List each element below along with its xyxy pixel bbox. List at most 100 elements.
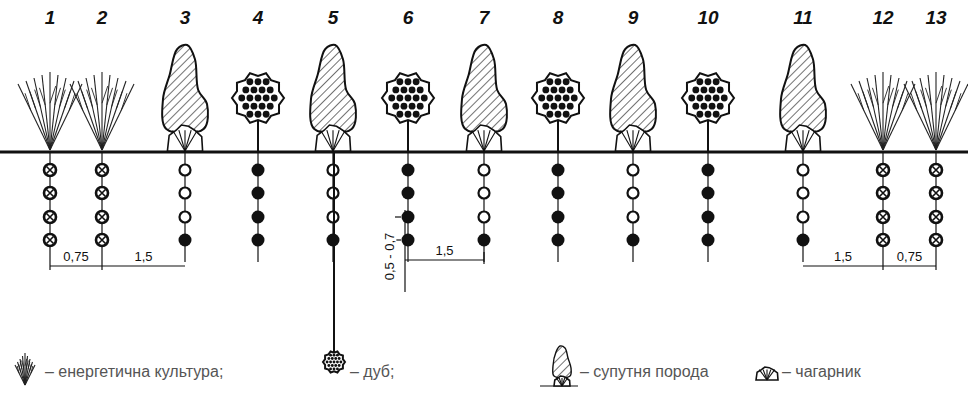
oak-dot <box>717 103 724 110</box>
oak-dot <box>567 103 574 110</box>
oak-dot <box>705 78 712 85</box>
shrub-stem <box>185 130 191 151</box>
oak-dot <box>713 95 720 102</box>
shrub-stem <box>562 378 568 386</box>
energy-marker <box>877 234 889 246</box>
energy-twig <box>60 90 66 107</box>
dimension-lines <box>50 210 936 292</box>
energy-marker <box>877 164 889 176</box>
oak-crown <box>382 73 434 122</box>
energy-marker <box>930 164 942 176</box>
oak-dot <box>333 367 336 370</box>
energy-cross <box>47 190 54 197</box>
energy-stem <box>18 84 50 150</box>
plant-column <box>904 72 968 270</box>
companion-legend-crown <box>553 346 572 378</box>
energy-twig <box>868 90 874 107</box>
energy-twig <box>112 90 118 107</box>
column-number: 1 <box>45 8 56 27</box>
energy-stem <box>25 365 35 385</box>
energy-stem <box>50 78 66 150</box>
oak-dot <box>392 86 399 93</box>
energy-twig <box>872 88 878 105</box>
shrub-stem <box>559 378 562 386</box>
shrub-symbol <box>554 376 570 386</box>
energy-twig <box>31 366 33 373</box>
oak-marker <box>552 164 565 177</box>
energy-cross <box>47 237 54 244</box>
oak-dot <box>338 357 341 360</box>
oak-dot <box>251 103 258 110</box>
energy-stem <box>42 75 50 150</box>
shrub-stem <box>484 130 496 151</box>
energy-stem <box>102 78 118 150</box>
oak-dot <box>329 367 332 370</box>
oak-dot <box>396 111 403 118</box>
oak-marker <box>402 164 415 177</box>
oak-dot <box>551 86 558 93</box>
oak-dot <box>246 95 253 102</box>
oak-dot <box>331 357 334 360</box>
energy-cross <box>933 237 940 244</box>
oak-dot <box>542 103 549 110</box>
energy-marker <box>930 187 942 199</box>
shrub-stem <box>759 370 767 380</box>
companion-crown <box>610 45 656 134</box>
companion-marker-filled <box>627 234 640 247</box>
oak-dot <box>555 78 562 85</box>
oak-marker <box>702 187 715 200</box>
energy-marker <box>930 211 942 223</box>
oak-dot <box>246 111 253 118</box>
oak-trunk <box>257 116 259 152</box>
energy-marker <box>96 187 108 199</box>
energy-cross <box>880 190 887 197</box>
dimension-label: 0,5 - 0,7 <box>383 231 396 281</box>
oak-marker <box>702 234 715 247</box>
companion-marker <box>798 165 809 176</box>
oak-dot <box>717 86 724 93</box>
legend-text: – чагарник <box>782 364 861 380</box>
energy-stem <box>50 81 74 150</box>
companion-crown <box>162 45 208 134</box>
oak-dot <box>334 357 337 360</box>
oak-marker <box>252 164 265 177</box>
oak-dot <box>401 86 408 93</box>
energy-stem <box>102 84 134 150</box>
energy-twig <box>911 93 917 110</box>
oak-dot <box>551 103 558 110</box>
column-number: 9 <box>628 8 639 27</box>
oak-dot <box>696 78 703 85</box>
energy-stem <box>882 72 883 150</box>
oak-dot <box>267 86 274 93</box>
companion-marker <box>180 188 191 199</box>
oak-dot <box>713 78 720 85</box>
dimension-line <box>803 265 936 266</box>
oak-dot <box>339 361 342 364</box>
oak-dot <box>263 95 270 102</box>
oak-dot <box>255 95 262 102</box>
energy-twig <box>69 93 75 110</box>
energy-twig <box>116 91 122 108</box>
oak-dot <box>331 364 334 367</box>
energy-cross <box>99 214 106 221</box>
oak-dot <box>701 103 708 110</box>
energy-twig <box>107 88 113 105</box>
column-number: 11 <box>793 8 813 27</box>
plant-column <box>162 45 208 262</box>
shrub-stem <box>185 130 197 151</box>
oak-dot <box>413 111 420 118</box>
shrub-stem <box>767 370 775 380</box>
oak-marker <box>702 211 715 224</box>
oak-dot <box>709 103 716 110</box>
energy-twig <box>916 91 922 108</box>
oak-dot <box>336 361 339 364</box>
oak-trunk <box>707 116 709 152</box>
oak-dot <box>333 354 336 357</box>
column-number: 10 <box>697 8 718 27</box>
oak-dot <box>538 95 545 102</box>
dimension-label: 1,5 <box>434 244 454 257</box>
oak-dot <box>388 95 395 102</box>
energy-cross <box>933 214 940 221</box>
oak-dot <box>336 354 339 357</box>
shrub-stem <box>327 130 333 151</box>
